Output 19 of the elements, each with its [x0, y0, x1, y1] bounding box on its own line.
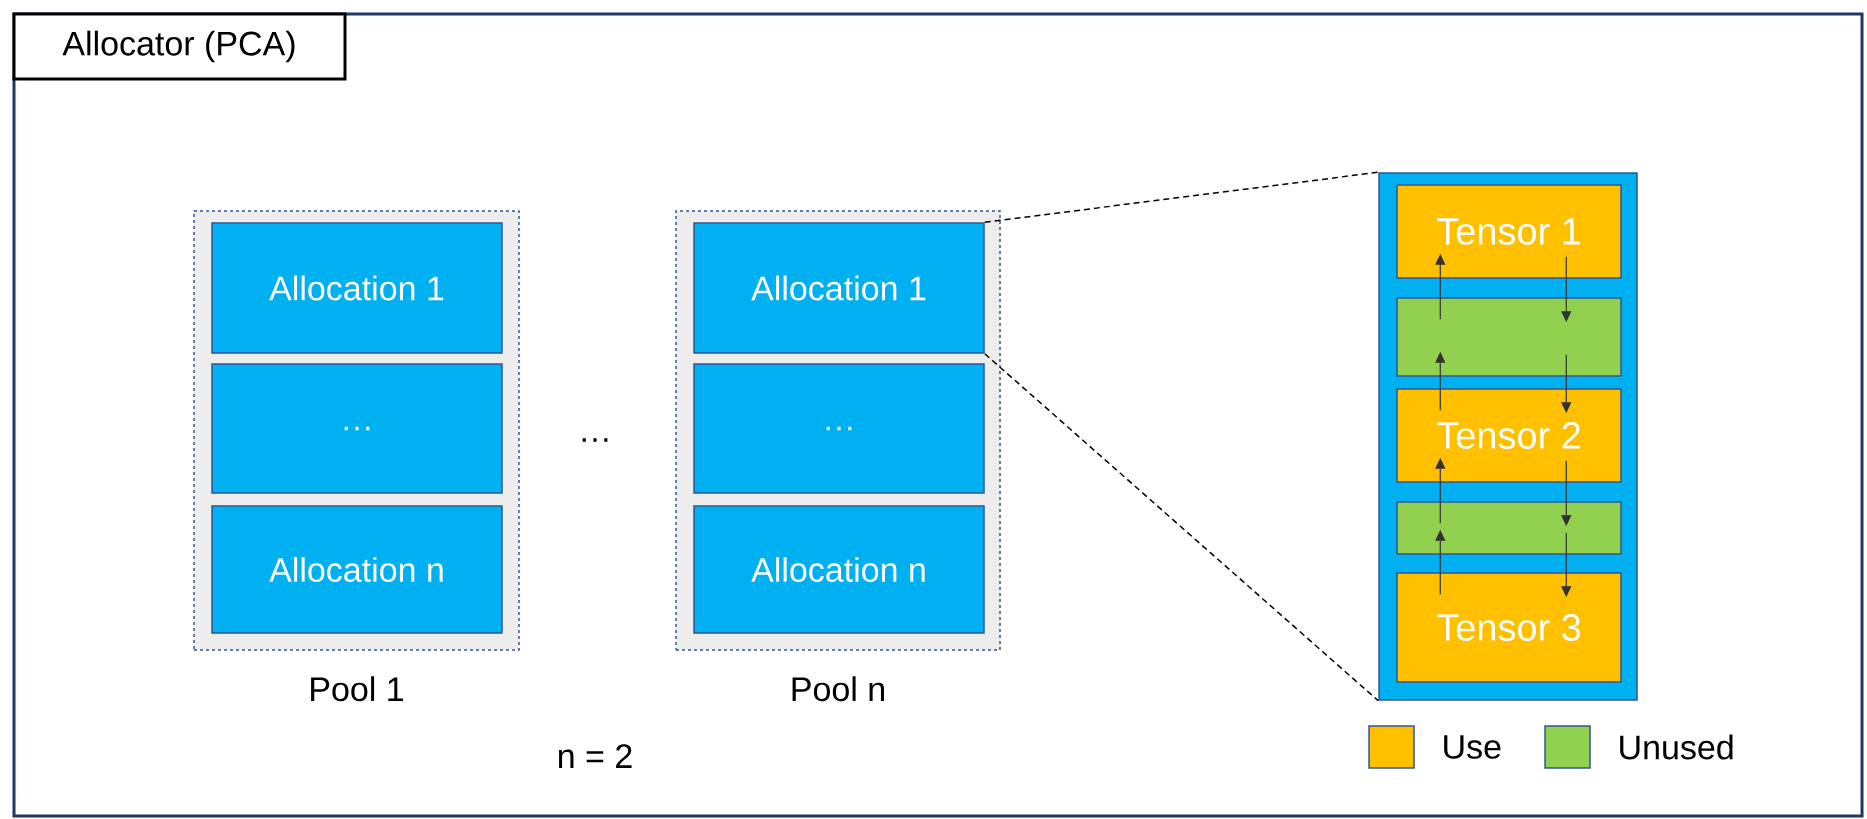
- allocation-box: Allocation 1: [693, 222, 985, 354]
- tensor-box: Tensor 1: [1396, 184, 1622, 279]
- unused-box: [1396, 297, 1622, 377]
- node-label: Pool n: [792, 676, 884, 702]
- ellipsis-label: …: [582, 438, 608, 442]
- tensor-box: Tensor 2: [1396, 388, 1622, 483]
- legend-label: Unused: [1620, 734, 1733, 760]
- legend-label: Use: [1444, 735, 1501, 759]
- allocation-box: …: [693, 363, 985, 494]
- unused-box: [1396, 501, 1622, 555]
- leader-line: [984, 353, 1379, 702]
- node-label: Pool 1: [311, 676, 404, 702]
- allocation-box: Allocation 1: [211, 222, 503, 354]
- note-label: n = 2: [559, 744, 632, 768]
- allocation-box: Allocation n: [693, 505, 985, 634]
- allocation-box: Allocation n: [211, 505, 503, 634]
- allocation-box: …: [211, 363, 503, 494]
- leader-line: [984, 171, 1379, 223]
- tensor-box: Tensor 3: [1396, 572, 1622, 683]
